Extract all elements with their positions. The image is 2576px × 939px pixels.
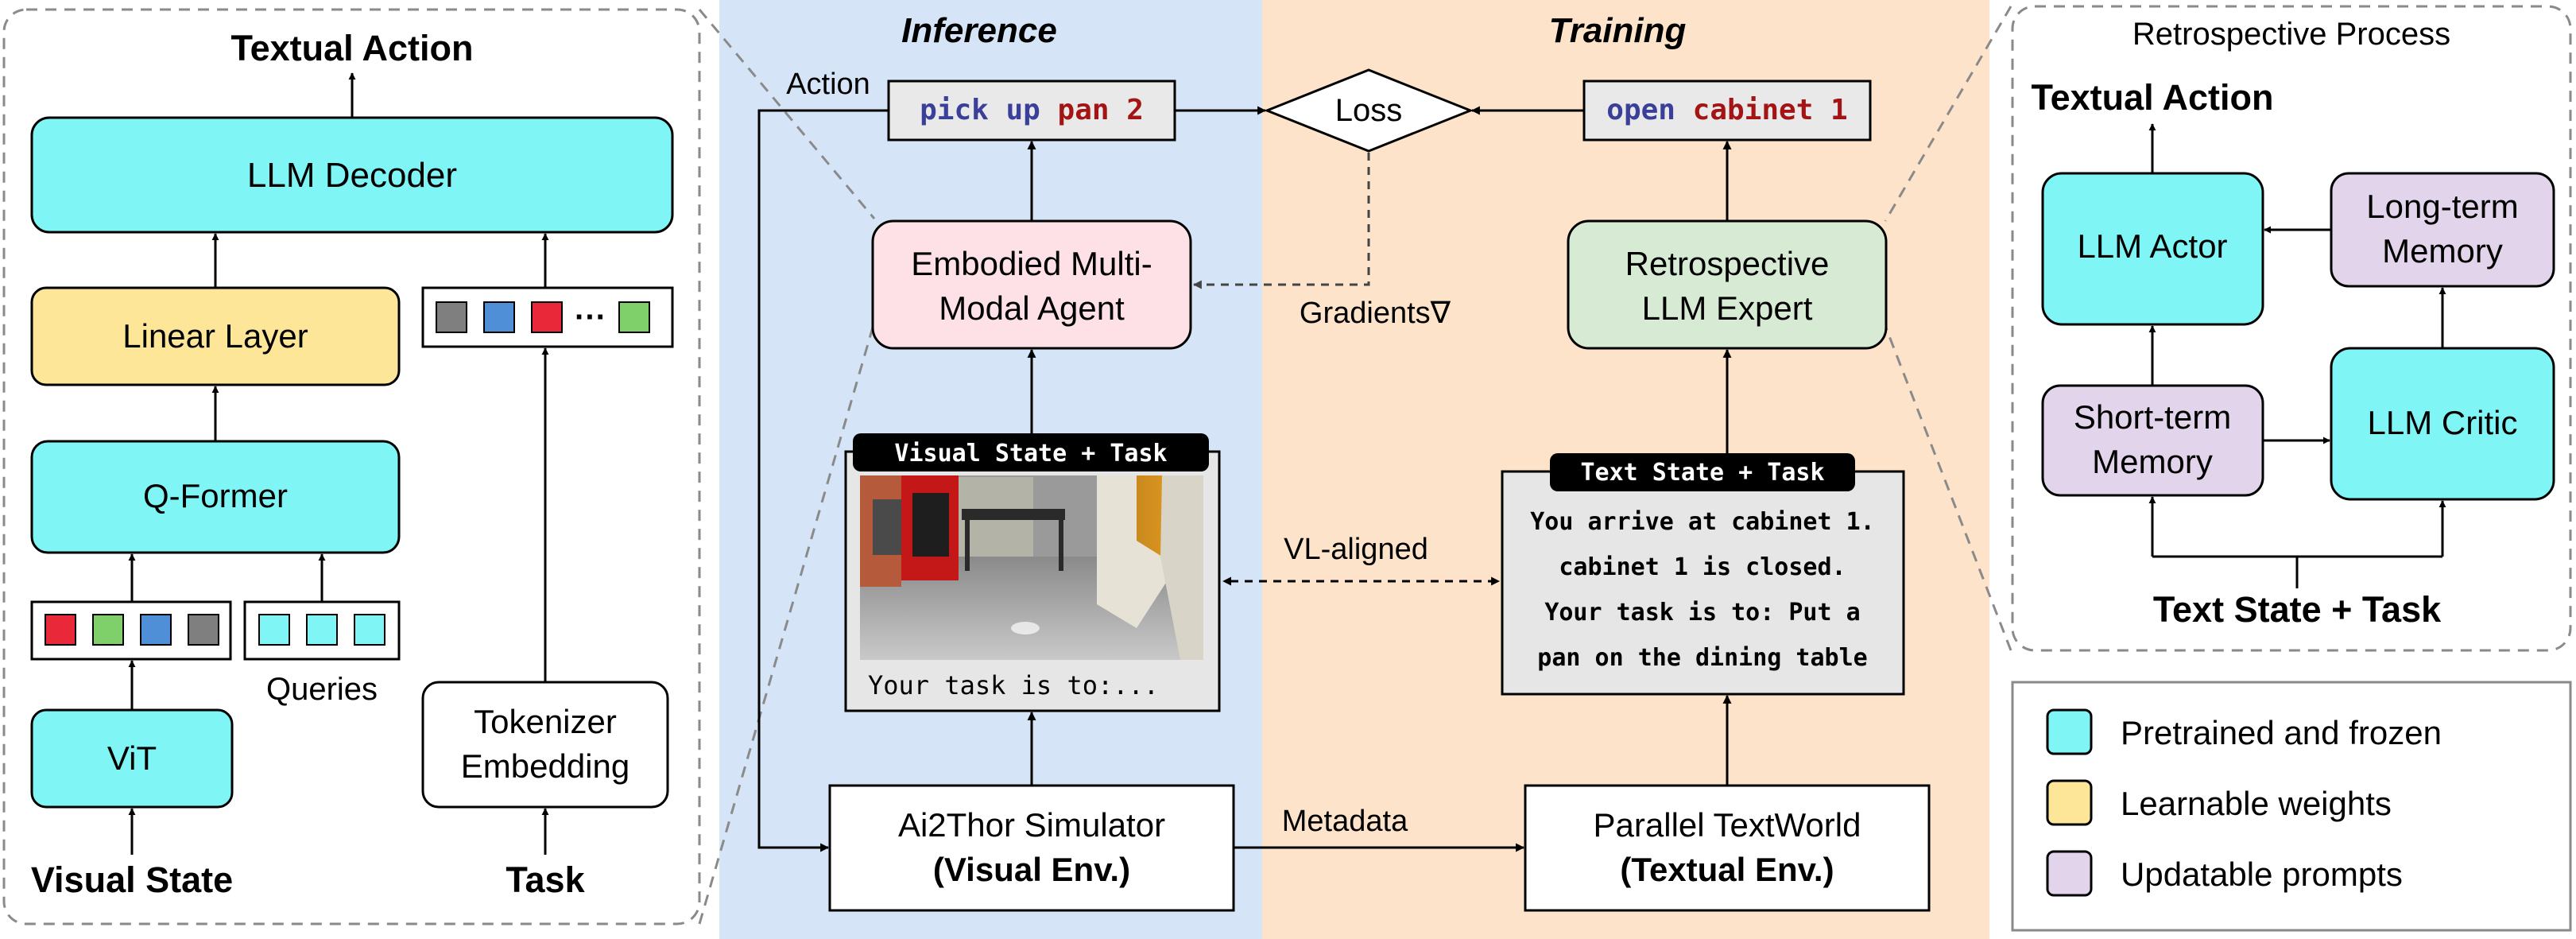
token-green xyxy=(92,614,124,646)
embodied-agent-box xyxy=(871,219,1192,350)
query-token xyxy=(306,614,338,646)
text-state-line: Your task is to: Put a xyxy=(1544,599,1860,627)
ai2thor-box xyxy=(828,784,1235,912)
llm-critic-label: LLM Critic xyxy=(2367,404,2517,441)
legend-swatch-pretrained xyxy=(2046,708,2093,755)
agent-label-2: Modal Agent xyxy=(939,289,1125,327)
scene-image xyxy=(860,475,1203,660)
left-panel: Textual Action LLM Decoder Linear Layer … xyxy=(2,8,701,925)
loss-label: Loss xyxy=(1335,93,1403,128)
token-red xyxy=(531,301,563,333)
zoom-line-right-top xyxy=(1884,6,2012,222)
long-term-label-2: Memory xyxy=(2382,232,2503,270)
visual-state-header: Visual State + Task xyxy=(894,440,1167,468)
legend-label-updatable: Updatable prompts xyxy=(2121,856,2403,893)
token-blue xyxy=(483,301,515,333)
textworld-label-2: (Textual Env.) xyxy=(1620,851,1834,888)
query-token xyxy=(258,614,290,646)
long-term-label-1: Long-term xyxy=(2366,188,2518,225)
text-state-box xyxy=(1501,470,1905,696)
zoom-line-left-top xyxy=(698,9,876,219)
training-title: Training xyxy=(1549,11,1687,50)
retrospective-title: Retrospective Process xyxy=(2132,17,2450,52)
training-action-noun: cabinet 1 xyxy=(1693,94,1848,126)
center-arrows xyxy=(757,106,1732,852)
llm-decoder-label: LLM Decoder xyxy=(247,156,457,195)
vl-aligned-label: VL-aligned xyxy=(1284,533,1428,566)
zoom-line-right-bottom xyxy=(1884,325,2012,651)
expert-label-1: Retrospective xyxy=(1625,245,1830,282)
tokenizer-box xyxy=(421,681,669,809)
token-gray xyxy=(436,301,467,333)
training-action-verb: open xyxy=(1606,94,1675,126)
expert-label-2: LLM Expert xyxy=(1642,289,1813,327)
q-former-label: Q-Former xyxy=(143,477,288,514)
short-term-label-1: Short-term xyxy=(2074,398,2231,436)
legend-label-learnable: Learnable weights xyxy=(2121,785,2392,822)
token-blue xyxy=(140,614,172,646)
right-panel: Retrospective Process Textual Action LLM… xyxy=(2011,5,2572,932)
ai2thor-label-1: Ai2Thor Simulator xyxy=(898,806,1165,844)
right-panel-border xyxy=(2011,5,2572,652)
right-textual-action: Textual Action xyxy=(2031,77,2273,118)
ai2thor-label-2: (Visual Env.) xyxy=(933,851,1130,888)
agent-label-1: Embodied Multi- xyxy=(911,245,1152,282)
token-green xyxy=(618,301,650,333)
visual-state-label: Visual State xyxy=(31,859,233,900)
text-state-header-bg xyxy=(1550,453,1855,491)
textworld-label-1: Parallel TextWorld xyxy=(1594,806,1861,844)
linear-layer-label: Linear Layer xyxy=(122,317,308,355)
arrow-gradients xyxy=(1192,153,1370,289)
zoom-line-left-bottom xyxy=(698,321,876,925)
visual-task-text: Your task is to:... xyxy=(868,670,1159,700)
tokenizer-label-2: Embedding xyxy=(461,747,629,785)
inference-title: Inference xyxy=(901,11,1057,50)
token-red xyxy=(45,614,76,646)
query-token xyxy=(354,614,385,646)
left-arrows xyxy=(128,72,549,855)
legend-swatch-learnable xyxy=(2046,779,2093,826)
textworld-box xyxy=(1524,784,1931,912)
legend-swatch-updatable xyxy=(2046,850,2093,897)
right-arrows xyxy=(2148,123,2446,588)
inference-action-text: pick up pan 2 xyxy=(920,94,1144,126)
visual-state-header-bg xyxy=(853,433,1209,471)
short-term-label-2: Memory xyxy=(2092,443,2213,480)
metadata-label: Metadata xyxy=(1282,805,1408,838)
retrospective-expert-box xyxy=(1567,219,1888,350)
inference-action-noun: pan 2 xyxy=(1058,94,1144,126)
text-state-header: Text State + Task xyxy=(1580,459,1824,487)
queries-label: Queries xyxy=(266,672,378,707)
center-panel: Inference Training pick up pan 2 open ca… xyxy=(757,11,1931,912)
text-state-line: pan on the dining table xyxy=(1537,644,1867,672)
task-label: Task xyxy=(506,859,585,900)
action-label: Action xyxy=(786,68,870,101)
llm-actor-label: LLM Actor xyxy=(2077,227,2227,265)
left-textual-action: Textual Action xyxy=(230,28,473,68)
legend-label-pretrained: Pretrained and frozen xyxy=(2121,714,2442,751)
legend-box xyxy=(2011,681,2572,932)
inference-action-verb: pick up xyxy=(920,94,1040,126)
inference-action-box xyxy=(887,80,1176,142)
token-gray xyxy=(188,614,219,646)
zoom-lines xyxy=(698,6,2012,925)
training-action-text: open cabinet 1 xyxy=(1606,94,1847,126)
loss-diamond xyxy=(1263,68,1474,153)
text-state-line: cabinet 1 is closed. xyxy=(1559,553,1846,581)
ellipsis-label: ··· xyxy=(575,300,606,335)
text-state-task-label: Text State + Task xyxy=(2153,589,2442,630)
left-panel-border xyxy=(2,8,701,925)
gradients-label: Gradients∇ xyxy=(1300,297,1451,330)
vit-label: ViT xyxy=(107,739,157,777)
arrow-action-loop xyxy=(757,109,889,852)
text-state-line: You arrive at cabinet 1. xyxy=(1530,508,1874,536)
tokenizer-label-1: Tokenizer xyxy=(474,703,617,740)
